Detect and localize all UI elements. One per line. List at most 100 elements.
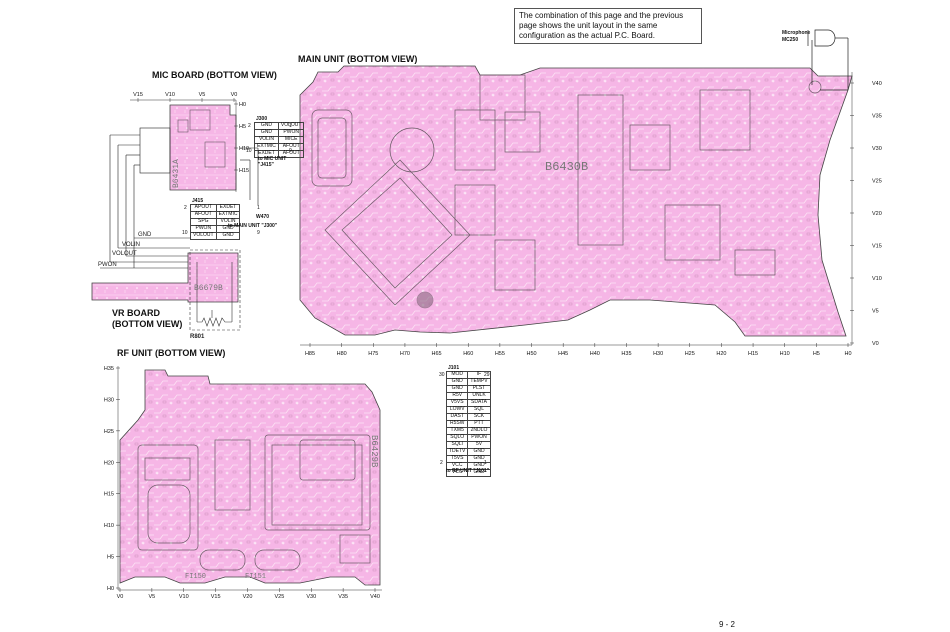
vr-board-code: B6679B bbox=[194, 284, 223, 293]
rf-bottom-tick-label: V0 bbox=[117, 594, 124, 600]
vr-board-title: VR BOARD (BOTTOM VIEW) bbox=[112, 308, 183, 329]
main-bottom-tick-label: H30 bbox=[653, 351, 663, 357]
wire-pwon-label: PWON bbox=[98, 262, 117, 268]
rf-unit-title: RF UNIT (BOTTOM VIEW) bbox=[117, 348, 226, 358]
mic-right-tick-label: H0 bbox=[239, 102, 246, 108]
vr-ref-label: R801 bbox=[190, 334, 205, 340]
j415-pin-right: GND bbox=[215, 232, 241, 240]
j101-name: J101 bbox=[448, 365, 460, 371]
main-bottom-tick-label: H20 bbox=[716, 351, 726, 357]
rf-left-tick-label: H15 bbox=[104, 492, 114, 498]
main-bottom-tick-label: H70 bbox=[400, 351, 410, 357]
j101-pin-left-top: 30 bbox=[439, 372, 445, 378]
j101-destination: to RF UNIT "J101" bbox=[446, 468, 490, 474]
j300-pin-right-bottom: 9 bbox=[289, 148, 292, 154]
mic-top-tick-label: V0 bbox=[231, 92, 238, 98]
microphone-ref: MC250 bbox=[782, 37, 799, 43]
main-right-tick-label: V35 bbox=[872, 114, 882, 120]
rf-bottom-tick-label: V25 bbox=[274, 594, 284, 600]
main-unit-board bbox=[299, 65, 853, 337]
rf-bottom-tick-label: V30 bbox=[306, 594, 316, 600]
wire-gnd-label: GND bbox=[138, 232, 152, 238]
rf-bottom-tick-label: V20 bbox=[243, 594, 253, 600]
main-right-tick-label: V40 bbox=[872, 81, 882, 87]
mic-top-tick-label: V5 bbox=[199, 92, 206, 98]
main-bottom-tick-label: H50 bbox=[526, 351, 536, 357]
j101-pin-right-top: 29 bbox=[484, 372, 490, 378]
main-bottom-tick-label: H65 bbox=[432, 351, 442, 357]
mic-board-code: B6431A bbox=[172, 159, 181, 188]
page-number: 9 - 2 bbox=[719, 620, 736, 629]
j415-pin-right-top: 1 bbox=[257, 205, 260, 211]
j415-pin-left: VOLOUT bbox=[190, 232, 217, 240]
rf-bottom-tick-label: V5 bbox=[149, 594, 156, 600]
microphone-label: Microphone bbox=[782, 30, 811, 36]
wire-harness bbox=[100, 127, 259, 269]
j300-pin-right-top: 1 bbox=[289, 123, 292, 129]
main-bottom-tick-label: H55 bbox=[495, 351, 505, 357]
rf-bottom-tick-label: V35 bbox=[338, 594, 348, 600]
rf-unit-bottom-axis: V0 V5 V10 V15 V20 V25 V30 V35 V40 bbox=[117, 588, 380, 600]
mic-top-tick-label: V15 bbox=[133, 92, 143, 98]
main-right-tick-label: V5 bbox=[872, 309, 879, 315]
main-unit-board-code: B6430B bbox=[545, 160, 588, 174]
j415-pin-right-bottom: 9 bbox=[257, 230, 260, 236]
main-right-tick-label: V20 bbox=[872, 211, 882, 217]
rf-bottom-tick-label: V40 bbox=[370, 594, 380, 600]
main-unit-title: MAIN UNIT (BOTTOM VIEW) bbox=[298, 54, 418, 64]
rf-unit-board-code: B6429B bbox=[369, 435, 379, 468]
j101-pin-left-bottom: 2 bbox=[440, 460, 443, 466]
mic-right-tick-label: H10 bbox=[239, 146, 249, 152]
main-bottom-tick-label: H75 bbox=[368, 351, 378, 357]
wire-volout-label: VOLOUT bbox=[112, 251, 137, 257]
j415-destination: to MAIN UNIT "J300" bbox=[228, 223, 278, 229]
rf-left-tick-label: H10 bbox=[104, 523, 114, 529]
rf-bottom-tick-label: V15 bbox=[211, 594, 221, 600]
j101-pin-left: VCC bbox=[445, 469, 469, 477]
rf-left-tick-label: H35 bbox=[104, 366, 114, 372]
main-bottom-tick-label: H10 bbox=[780, 351, 790, 357]
j415-pin-left-top: 2 bbox=[184, 205, 187, 211]
vr-board bbox=[91, 252, 239, 303]
mic-top-tick-label: V10 bbox=[165, 92, 175, 98]
main-right-tick-label: V25 bbox=[872, 179, 882, 185]
main-bottom-tick-label: H85 bbox=[305, 351, 315, 357]
j300-pin-right: AFOUT bbox=[277, 150, 305, 158]
rf-bottom-tick-label: V10 bbox=[179, 594, 189, 600]
main-bottom-tick-label: H0 bbox=[844, 351, 851, 357]
j415-pin-left-bottom: 10 bbox=[182, 230, 188, 236]
main-bottom-tick-label: H60 bbox=[463, 351, 473, 357]
main-right-tick-label: V0 bbox=[872, 341, 879, 347]
microphone-icon bbox=[807, 29, 849, 91]
mic-right-tick-label: H5 bbox=[239, 124, 246, 130]
rf-label-fi150: FI150 bbox=[185, 573, 206, 581]
j300-name: J300 bbox=[256, 116, 268, 122]
rf-left-tick-label: H20 bbox=[104, 460, 114, 466]
main-right-tick-label: V30 bbox=[872, 146, 882, 152]
rf-left-tick-label: H25 bbox=[104, 429, 114, 435]
mic-board-title: MIC BOARD (BOTTOM VIEW) bbox=[152, 70, 277, 80]
layout-note: The combination of this page and the pre… bbox=[514, 8, 702, 44]
rf-left-tick-label: H30 bbox=[104, 397, 114, 403]
main-bottom-tick-label: H25 bbox=[685, 351, 695, 357]
j101-pin-right-bottom: 1 bbox=[484, 460, 487, 466]
main-bottom-tick-label: H40 bbox=[590, 351, 600, 357]
main-bottom-tick-label: H5 bbox=[813, 351, 820, 357]
main-bottom-tick-label: H35 bbox=[621, 351, 631, 357]
j300-pin-left-bottom: 10 bbox=[246, 148, 252, 154]
mic-board-top-axis: V15 V10 V5 V0 bbox=[133, 92, 237, 102]
main-bottom-tick-label: H15 bbox=[748, 351, 758, 357]
main-bottom-tick-label: H80 bbox=[337, 351, 347, 357]
main-right-tick-label: V10 bbox=[872, 276, 882, 282]
